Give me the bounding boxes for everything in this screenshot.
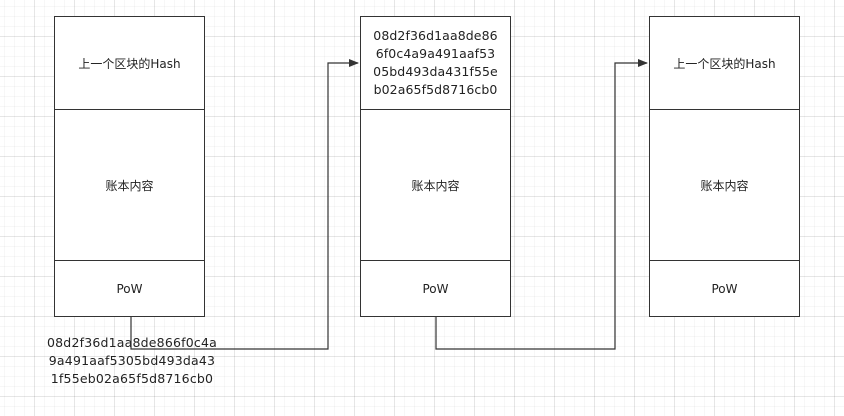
block-1-hash-output: 08d2f36d1aa8de866f0c4a 9a491aaf5305bd493… <box>32 334 232 388</box>
block-2-prev-hash-line: b02a65f5d8716cb0 <box>373 82 498 97</box>
hash-output-line: 08d2f36d1aa8de866f0c4a <box>47 335 217 350</box>
block-3-prev-hash-label: 上一个区块的Hash <box>673 56 776 71</box>
block-2-ledger: 账本内容 <box>361 110 510 261</box>
block-2-pow-label: PoW <box>422 281 449 296</box>
block-3-pow-label: PoW <box>711 281 738 296</box>
block-2-prev-hash-line: 05bd493da431f55e <box>373 64 498 79</box>
block-1-prev-hash-label: 上一个区块的Hash <box>78 56 181 71</box>
block-1-pow-label: PoW <box>116 281 143 296</box>
block-2-prev-hash-value: 08d2f36d1aa8de86 6f0c4a9a491aaf53 05bd49… <box>373 27 498 99</box>
block-2-ledger-label: 账本内容 <box>411 178 460 193</box>
block-1-prev-hash: 上一个区块的Hash <box>55 17 204 110</box>
block-1-ledger: 账本内容 <box>55 110 204 261</box>
block-3: 上一个区块的Hash 账本内容 PoW <box>649 16 800 317</box>
block-3-ledger-label: 账本内容 <box>700 178 749 193</box>
hash-output-line: 1f55eb02a65f5d8716cb0 <box>50 371 214 386</box>
block-2-prev-hash-line: 08d2f36d1aa8de86 <box>373 28 498 43</box>
block-2: 08d2f36d1aa8de86 6f0c4a9a491aaf53 05bd49… <box>360 16 511 317</box>
block-2-pow: PoW <box>361 261 510 316</box>
block-1-pow: PoW <box>55 261 204 316</box>
block-2-prev-hash-line: 6f0c4a9a491aaf53 <box>375 46 496 61</box>
block-1: 上一个区块的Hash 账本内容 PoW <box>54 16 205 317</box>
block-3-pow: PoW <box>650 261 799 316</box>
hash-output-line: 9a491aaf5305bd493da43 <box>48 353 216 368</box>
block-2-prev-hash: 08d2f36d1aa8de86 6f0c4a9a491aaf53 05bd49… <box>361 17 510 110</box>
block-3-ledger: 账本内容 <box>650 110 799 261</box>
block-3-prev-hash: 上一个区块的Hash <box>650 17 799 110</box>
block-1-ledger-label: 账本内容 <box>105 178 154 193</box>
